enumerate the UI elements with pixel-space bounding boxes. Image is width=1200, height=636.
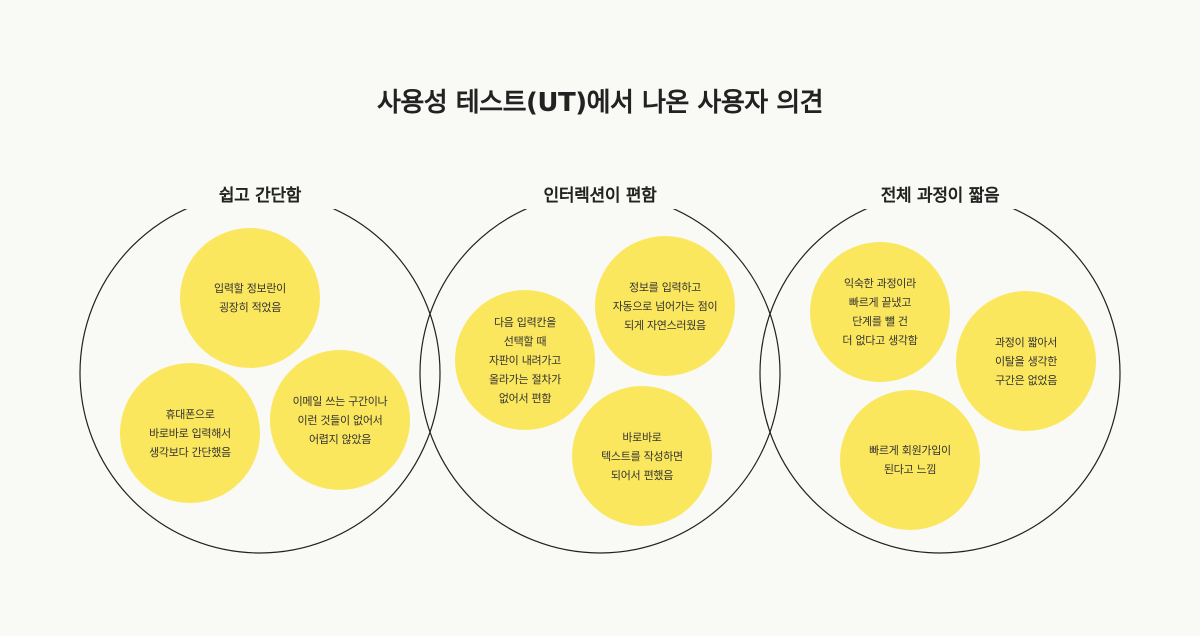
bubble-text-line: 바로바로 입력해서: [149, 426, 231, 440]
bubble-text-line: 과정이 짧아서: [994, 335, 1058, 349]
opinion-bubble: 익숙한 과정이라 빠르게 끝냈고 단계를 뺄 건 더 없다고 생각함: [810, 242, 950, 382]
opinion-bubble: 과정이 짧아서 이탈을 생각한 구간은 없었음: [956, 291, 1096, 431]
bubble-text-line: 텍스트를 작성하면: [601, 449, 683, 463]
bubble-text-line: 굉장히 적었음: [218, 301, 282, 314]
bubble-text-line: 휴대폰으로: [165, 407, 215, 421]
bubble-text-line: 되어서 편했음: [610, 468, 674, 482]
opinion-bubble: 다음 입력칸을 선택할 때 자판이 내려가고 올라가는 절차가 없어서 편함: [455, 290, 595, 430]
bubble-text-line: 더 없다고 생각함: [842, 334, 918, 347]
bubble-text-line: 입력할 정보란이: [214, 282, 286, 295]
group-label-interaction: 인터렉션이 편함: [480, 183, 720, 209]
bubble-text-line: 선택할 때: [503, 334, 547, 348]
opinion-bubble: 이메일 쓰는 구간이나 이런 것들이 없어서 어렵지 않았음: [270, 350, 410, 490]
bubble-text-line: 다음 입력칸을: [493, 315, 557, 329]
bubble-text-line: 어렵지 않았음: [308, 432, 372, 446]
bubble-text-line: 없어서 편함: [498, 391, 552, 405]
bubble-text-line: 바로바로: [622, 430, 662, 444]
opinion-bubble: 휴대폰으로 바로바로 입력해서 생각보다 간단했음: [120, 363, 260, 503]
bubble-text-line: 올라가는 절차가: [489, 372, 561, 386]
group-label-easy: 쉽고 간단함: [140, 183, 380, 209]
bubble-text-line: 이탈을 생각한: [994, 354, 1058, 368]
bubble-text-line: 정보를 입력하고: [629, 280, 701, 294]
bubble-text-line: 빠르게 회원가입이: [869, 444, 951, 457]
bubble-text-line: 자동으로 넘어가는 점이: [612, 299, 718, 313]
opinion-bubble: 정보를 입력하고 자동으로 넘어가는 점이 되게 자연스러웠음: [595, 236, 735, 376]
opinion-bubble: 입력할 정보란이 굉장히 적었음: [180, 228, 320, 368]
bubble-text-line: 된다고 느낌: [883, 463, 937, 476]
bubble-text-line: 구간은 없었음: [994, 373, 1058, 387]
bubble-text-line: 이메일 쓰는 구간이나: [292, 394, 388, 408]
page-title: 사용성 테스트(UT)에서 나온 사용자 의견: [376, 88, 824, 118]
bubble-text-line: 이런 것들이 없어서: [297, 413, 383, 427]
bubble-text-line: 단계를 뺄 건: [852, 315, 908, 328]
bubble-text-line: 되게 자연스러웠음: [624, 318, 706, 332]
bubble-text-line: 익숙한 과정이라: [844, 277, 916, 290]
group-label-short: 전체 과정이 짧음: [820, 183, 1060, 209]
opinion-bubble: 바로바로 텍스트를 작성하면 되어서 편했음: [572, 386, 712, 526]
bubble-text-line: 자판이 내려가고: [489, 353, 561, 367]
opinion-bubble: 빠르게 회원가입이 된다고 느낌: [840, 390, 980, 530]
bubble-text-line: 생각보다 간단했음: [149, 445, 231, 459]
bubble-text-line: 빠르게 끝냈고: [848, 296, 912, 309]
